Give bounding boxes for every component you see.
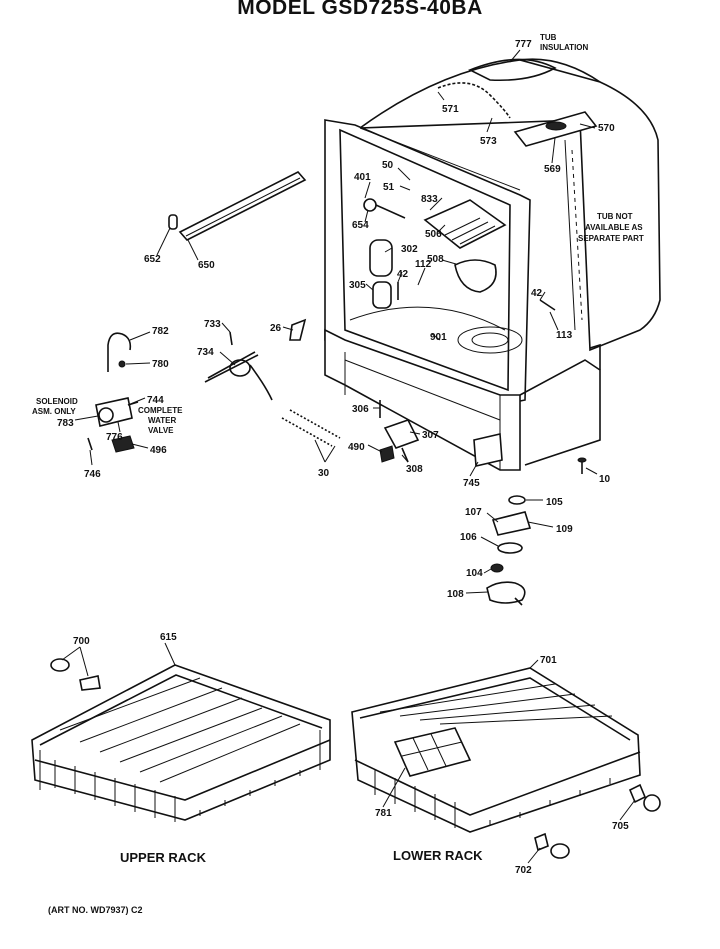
note-valve-line1: COMPLETE xyxy=(138,406,183,415)
note-valve-line2: WATER xyxy=(148,416,177,425)
label-783: 783 xyxy=(57,418,74,429)
label-569: 569 xyxy=(544,164,561,175)
label-650: 650 xyxy=(198,260,215,271)
note-tub-not-line2: AVAILABLE AS xyxy=(585,223,643,232)
label-42-right: 42 xyxy=(531,288,543,299)
label-573: 573 xyxy=(480,136,497,147)
leader-lines xyxy=(61,49,636,864)
label-51: 51 xyxy=(383,182,395,193)
label-42-left: 42 xyxy=(397,269,409,280)
note-tub-line2: INSULATION xyxy=(540,43,589,52)
label-30: 30 xyxy=(318,468,330,479)
label-654: 654 xyxy=(352,220,369,231)
label-777: 777 xyxy=(515,39,532,50)
label-700: 700 xyxy=(73,636,90,647)
notes: TUB INSULATION TUB NOT AVAILABLE AS SEPA… xyxy=(32,33,644,435)
label-833: 833 xyxy=(421,194,438,205)
label-506: 506 xyxy=(425,229,442,240)
label-744: 744 xyxy=(147,395,164,406)
part-labels: 777 571 573 570 569 50 401 51 833 654 50… xyxy=(57,39,629,876)
label-302: 302 xyxy=(401,244,418,255)
label-112: 112 xyxy=(415,259,432,270)
label-305: 305 xyxy=(349,280,366,291)
label-496: 496 xyxy=(150,445,167,456)
label-701: 701 xyxy=(540,655,557,666)
label-705: 705 xyxy=(612,821,629,832)
tub-assembly xyxy=(324,58,661,471)
note-tub-line1: TUB xyxy=(540,33,557,42)
label-107: 107 xyxy=(465,507,482,518)
label-780: 780 xyxy=(152,359,169,370)
model-title: MODEL GSD725S-40BA xyxy=(237,0,483,19)
label-508: 508 xyxy=(427,254,444,265)
label-10: 10 xyxy=(599,474,611,485)
label-108: 108 xyxy=(447,589,464,600)
label-109: 109 xyxy=(556,524,573,535)
label-26: 26 xyxy=(270,323,282,334)
label-782: 782 xyxy=(152,326,169,337)
label-746: 746 xyxy=(84,469,101,480)
label-401: 401 xyxy=(354,172,371,183)
label-308: 308 xyxy=(406,464,423,475)
label-652: 652 xyxy=(144,254,161,265)
label-734: 734 xyxy=(197,347,214,358)
note-solenoid-line2: ASM. ONLY xyxy=(32,407,76,416)
label-104: 104 xyxy=(466,568,483,579)
upper-rack xyxy=(31,658,331,822)
label-307: 307 xyxy=(422,430,439,441)
label-702: 702 xyxy=(515,865,532,876)
label-570: 570 xyxy=(598,123,615,134)
label-50: 50 xyxy=(382,160,394,171)
label-615: 615 xyxy=(160,632,177,643)
note-solenoid-line1: SOLENOID xyxy=(36,397,78,406)
caption-lower-rack: LOWER RACK xyxy=(393,848,483,863)
note-valve-line3: VALVE xyxy=(148,426,174,435)
label-781: 781 xyxy=(375,808,392,819)
label-776: 776 xyxy=(106,432,123,443)
label-571: 571 xyxy=(442,104,459,115)
note-tub-not-line3: SEPARATE PART xyxy=(578,234,644,243)
note-tub-not-line1: TUB NOT xyxy=(597,212,633,221)
label-901: 901 xyxy=(430,332,447,343)
caption-upper-rack: UPPER RACK xyxy=(120,850,207,865)
label-306: 306 xyxy=(352,404,369,415)
label-113: 113 xyxy=(556,330,573,341)
label-105: 105 xyxy=(546,497,563,508)
label-733: 733 xyxy=(204,319,221,330)
label-106: 106 xyxy=(460,532,477,543)
label-490: 490 xyxy=(348,442,365,453)
label-745: 745 xyxy=(463,478,480,489)
spray-arm-parts xyxy=(486,495,532,606)
art-number: (ART NO. WD7937) C2 xyxy=(48,905,143,915)
